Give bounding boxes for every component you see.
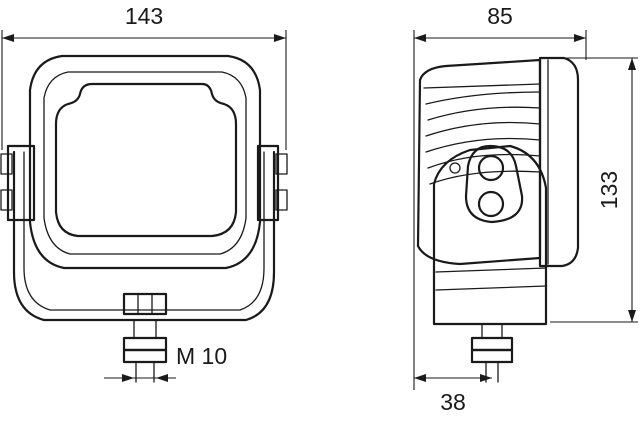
side-depth-label: 85 xyxy=(487,3,513,29)
front-width-dimension: 143 xyxy=(1,3,287,150)
side-height-dimension: 133 xyxy=(546,57,638,323)
side-bottom-bolt xyxy=(470,323,514,383)
front-bottom-bolt xyxy=(122,292,168,383)
thread-dimension: M 10 xyxy=(104,343,227,382)
thread-label: M 10 xyxy=(176,343,227,369)
front-housing xyxy=(28,54,262,270)
front-view: 143 xyxy=(0,3,288,383)
side-offset-label: 38 xyxy=(440,389,466,415)
side-view: 85 133 xyxy=(413,3,638,415)
side-mount-bracket xyxy=(432,144,548,326)
front-side-bolt-right xyxy=(256,144,288,222)
side-height-label: 133 xyxy=(596,171,622,209)
front-lens xyxy=(54,82,238,238)
front-side-bolt-left xyxy=(0,144,36,222)
side-pivot-bolt-upper xyxy=(477,154,505,182)
side-pivot-bolt-lower xyxy=(477,190,505,218)
side-housing xyxy=(416,58,542,266)
side-front-bezel xyxy=(538,56,580,268)
front-width-label: 143 xyxy=(125,3,163,29)
side-pivot-plate xyxy=(464,144,524,224)
side-offset-dimension: 38 xyxy=(414,374,492,415)
side-depth-dimension: 85 xyxy=(413,3,587,390)
